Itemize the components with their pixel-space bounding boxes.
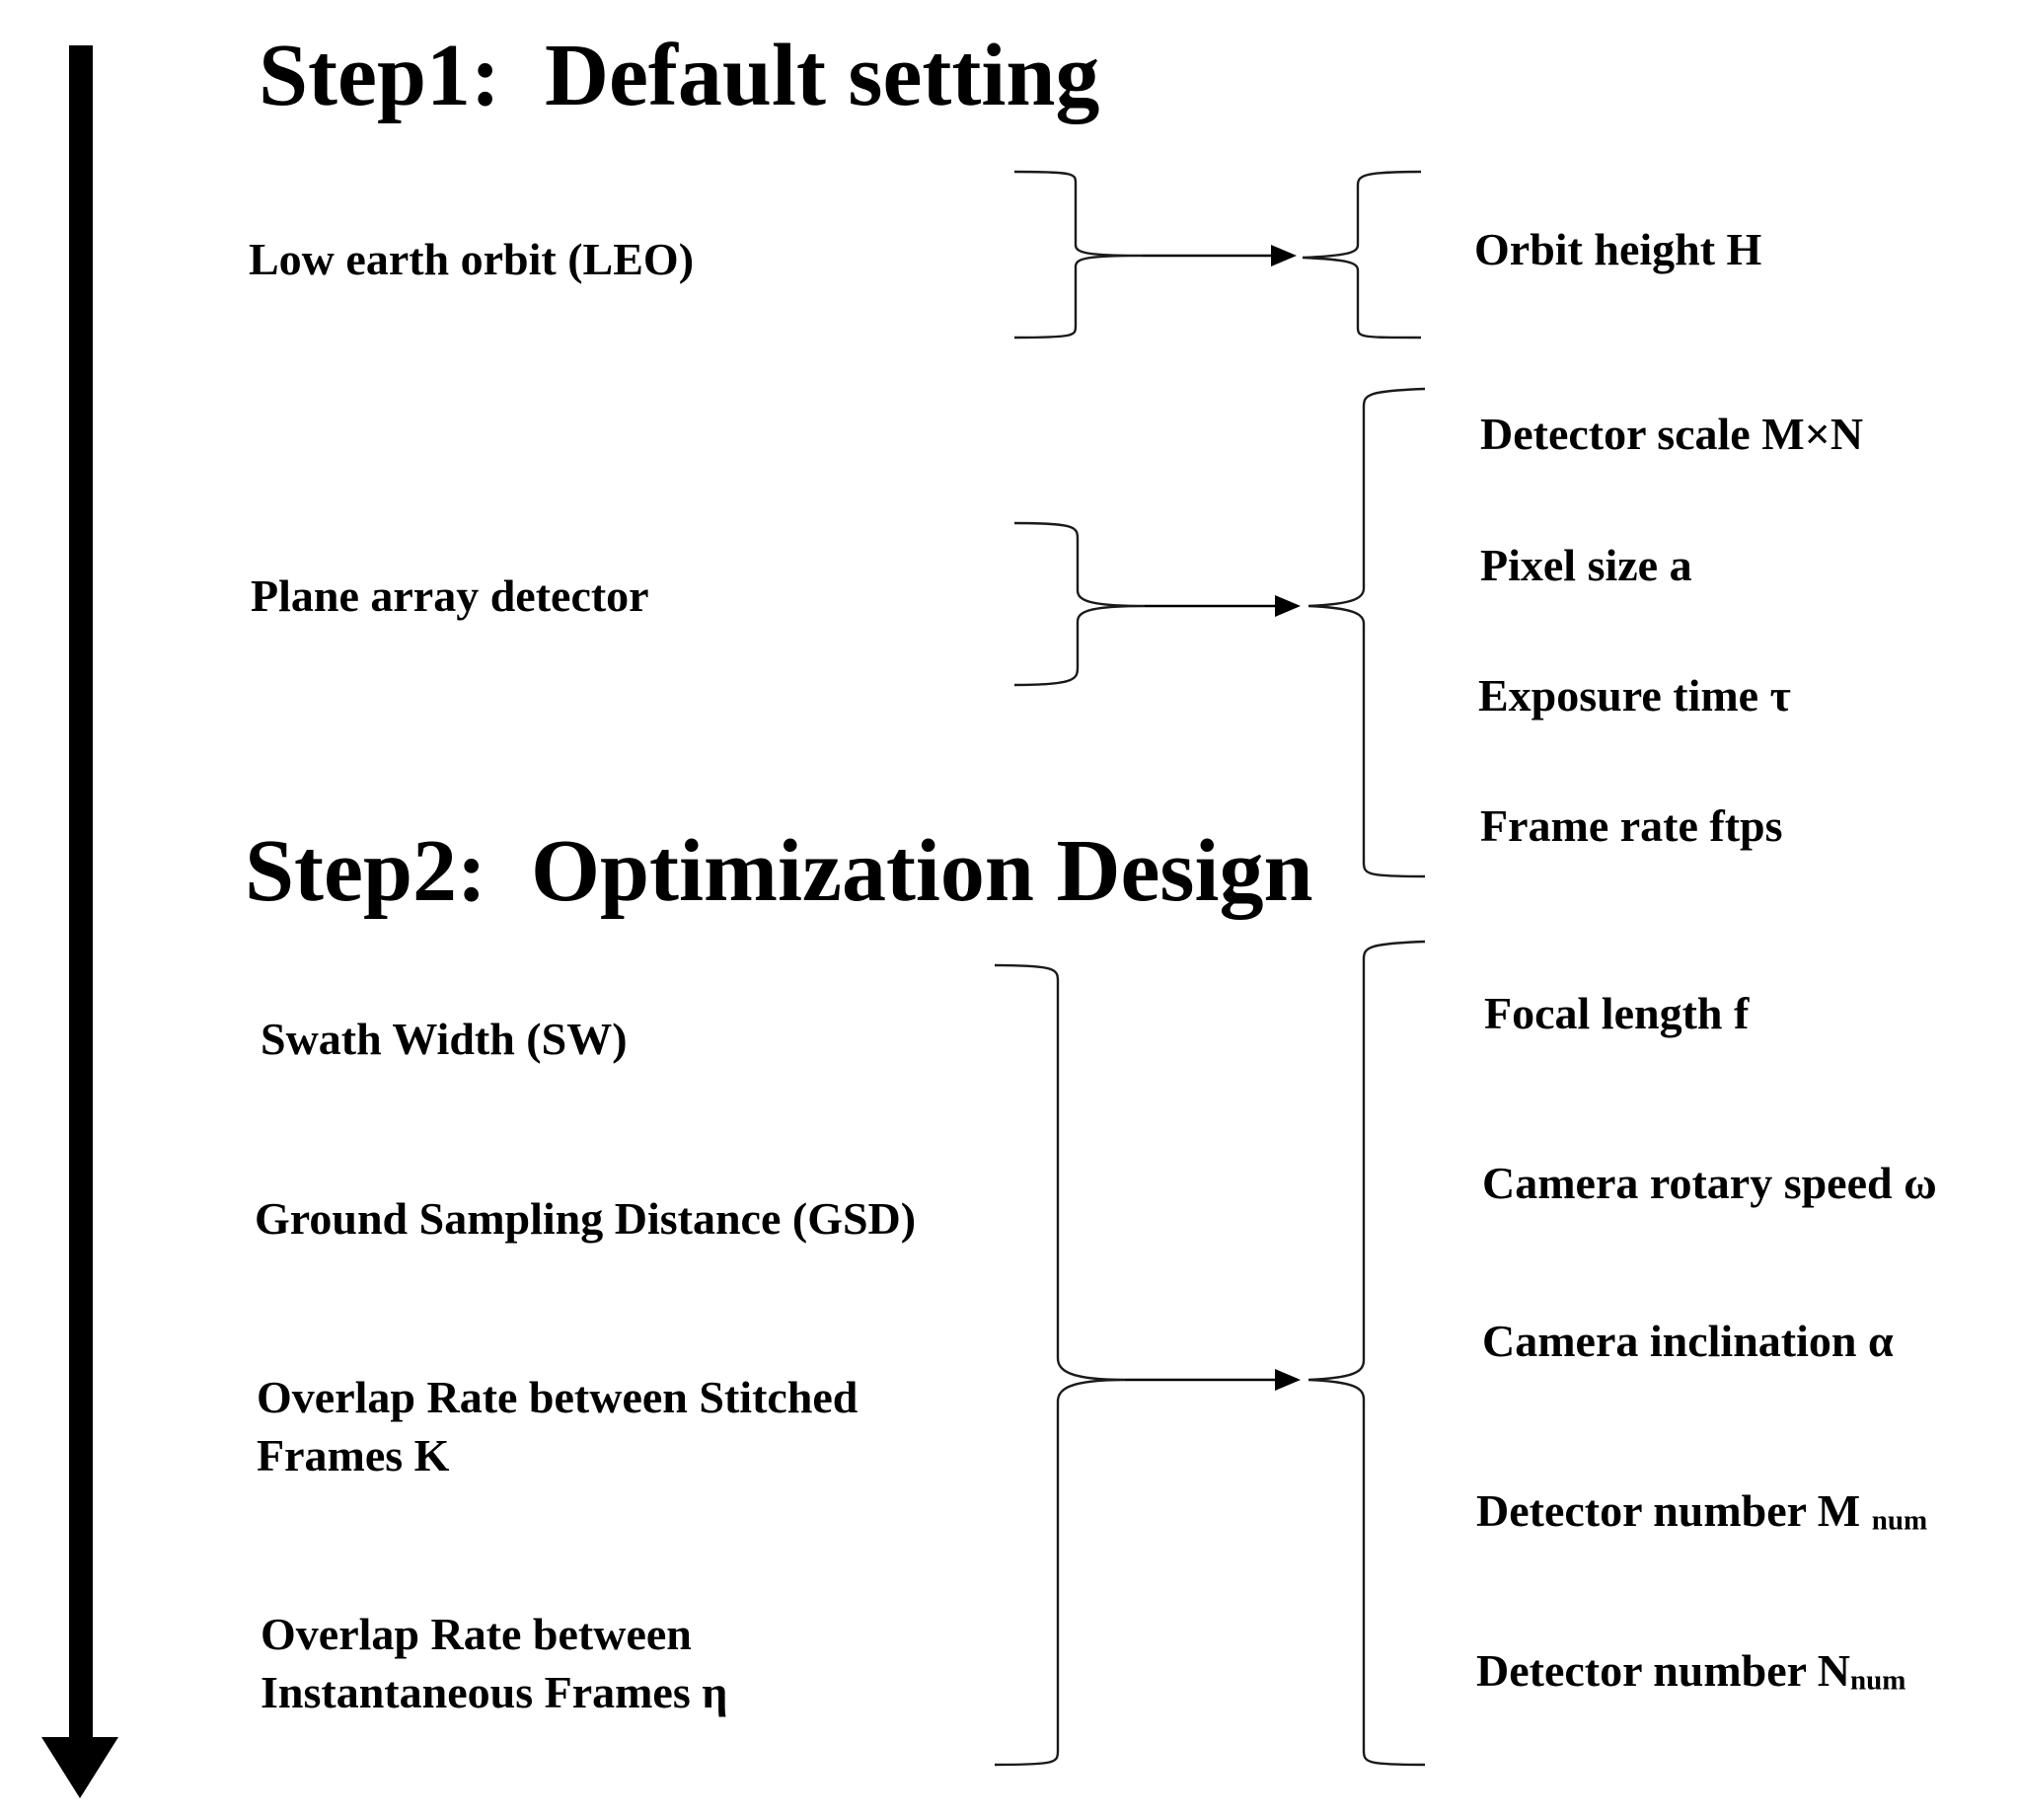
leo-link-arrowhead xyxy=(1271,245,1297,266)
swath-width-label: Swath Width (SW) xyxy=(261,1014,628,1064)
detector-number-m-label: Detector number M num xyxy=(1476,1482,1927,1541)
design-input-brace xyxy=(994,963,1126,1767)
overlap-stitched-line1: Overlap Rate between Stitched xyxy=(257,1372,859,1422)
plane-array-detector-label: Plane array detector xyxy=(251,570,649,621)
focal-length-label: Focal length f xyxy=(1484,988,1750,1038)
rotary-speed-label: Camera rotary speed ω xyxy=(1482,1158,1937,1208)
overlap-stitched-label: Overlap Rate between Stitched Frames K xyxy=(257,1369,858,1485)
overlap-instantaneous-line2: Instantaneous Frames η xyxy=(261,1666,728,1717)
design-output-brace xyxy=(1307,940,1426,1767)
inclination-label: Camera inclination α xyxy=(1482,1316,1894,1366)
detector-scale-label: Detector scale M×N xyxy=(1480,409,1864,459)
process-arrow-shaft xyxy=(69,45,93,1743)
overlap-instantaneous-line1: Overlap Rate between xyxy=(261,1609,692,1659)
orbit-output-brace xyxy=(1302,170,1422,340)
detector-link-arrowhead xyxy=(1275,595,1301,617)
leo-label: Low earth orbit (LEO) xyxy=(249,234,695,284)
detector-number-m-text: Detector number M xyxy=(1476,1485,1872,1536)
exposure-time-label: Exposure time τ xyxy=(1478,670,1791,720)
step1-title: Step1: Default setting xyxy=(259,27,1100,124)
detector-number-m-subscript: num xyxy=(1871,1504,1928,1537)
pixel-size-label: Pixel size a xyxy=(1480,540,1692,590)
detector-output-brace xyxy=(1307,387,1426,878)
overlap-instantaneous-label: Overlap Rate between Instantaneous Frame… xyxy=(261,1606,727,1722)
process-arrow-head xyxy=(41,1737,118,1798)
orbit-height-label: Orbit height H xyxy=(1474,224,1762,274)
gsd-label: Ground Sampling Distance (GSD) xyxy=(255,1193,917,1244)
step2-title: Step2: Optimization Design xyxy=(245,822,1313,920)
design-link-arrowhead xyxy=(1275,1369,1301,1391)
leo-input-brace xyxy=(1013,170,1144,340)
overlap-stitched-line2: Frames K xyxy=(257,1429,450,1480)
detector-number-n-label: Detector number Nnum xyxy=(1476,1642,1905,1701)
detector-number-n-text: Detector number N xyxy=(1476,1645,1850,1696)
frame-rate-label: Frame rate ftps xyxy=(1480,800,1783,851)
detector-input-brace xyxy=(1013,521,1146,687)
detector-number-n-subscript: num xyxy=(1849,1664,1906,1697)
